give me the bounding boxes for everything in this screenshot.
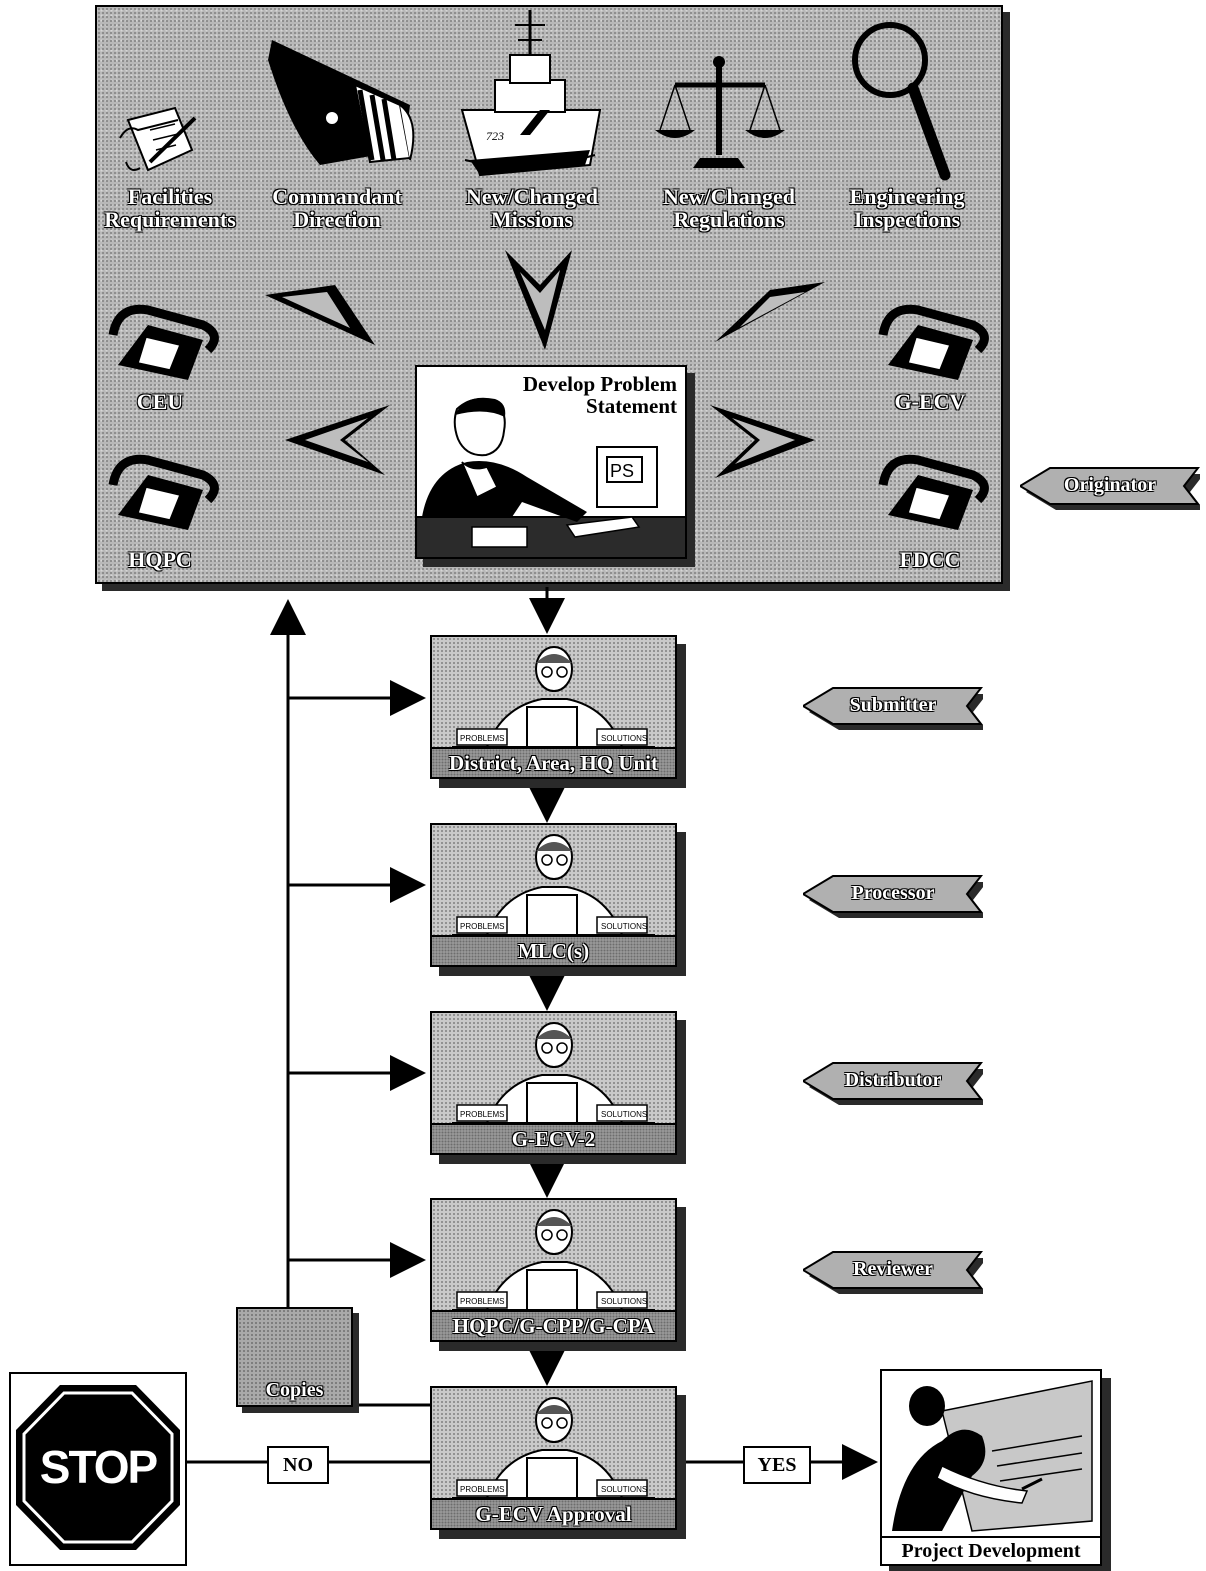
scales-icon xyxy=(655,56,785,168)
contact-ceu: CEU xyxy=(120,390,200,413)
drafting-person-illustration xyxy=(882,1371,1100,1536)
source-engineering-inspections: Engineering Inspections xyxy=(842,185,972,231)
role-tag-distributor: Distributor xyxy=(803,1057,983,1109)
converging-arrow-center xyxy=(505,250,572,350)
copies-box: Copies xyxy=(236,1307,353,1407)
copies-label: Copies xyxy=(238,1380,351,1401)
bin-problems: PROBLEMS xyxy=(460,922,504,931)
bin-solutions: SOLUTIONS xyxy=(601,1297,647,1306)
role-tag-reviewer: Reviewer xyxy=(803,1246,983,1298)
bin-problems: PROBLEMS xyxy=(460,734,504,743)
converging-arrow-left xyxy=(265,285,375,345)
contact-hqpc: HQPC xyxy=(115,548,205,571)
person-at-computer-illustration: PS xyxy=(417,367,685,557)
bin-problems: PROBLEMS xyxy=(460,1297,504,1306)
phone-icon-fdcc xyxy=(883,459,984,530)
scroll-pen-icon xyxy=(120,108,195,170)
diverging-arrow-right xyxy=(710,405,815,478)
source-new-changed-regulations: New/Changed Regulations xyxy=(655,185,803,231)
role-tag-processor: Processor xyxy=(803,870,983,922)
role-label: Originator xyxy=(1020,474,1200,497)
contact-fdcc: FDCC xyxy=(885,548,975,571)
magnifying-glass-icon xyxy=(855,25,945,175)
bin-problems: PROBLEMS xyxy=(460,1485,504,1494)
bin-solutions: SOLUTIONS xyxy=(601,1110,647,1119)
bin-solutions: SOLUTIONS xyxy=(601,922,647,931)
phone-icon-hqpc xyxy=(113,459,214,530)
bin-solutions: SOLUTIONS xyxy=(601,734,647,743)
stage-caption: G-ECV-2 xyxy=(432,1123,675,1153)
stage-g-ecv-2: PROBLEMS SOLUTIONS G-ECV-2 xyxy=(430,1011,677,1155)
bin-problems: PROBLEMS xyxy=(460,1110,504,1119)
stage-caption: HQPC/G-CPP/G-CPA xyxy=(432,1310,675,1340)
role-label: Submitter xyxy=(803,694,983,717)
stage-district-area-hq-unit: PROBLEMS SOLUTIONS District, Area, HQ Un… xyxy=(430,635,677,779)
develop-problem-statement-box: Develop Problem Statement PS xyxy=(415,365,687,559)
stage-caption: G-ECV Approval xyxy=(432,1498,675,1528)
no-label: NO xyxy=(267,1446,329,1484)
phone-icon-ceu xyxy=(113,309,214,380)
yes-label: YES xyxy=(743,1446,811,1484)
source-commandant-direction: Commandant Direction xyxy=(262,185,412,231)
role-label: Reviewer xyxy=(803,1258,983,1281)
converging-arrow-right xyxy=(715,282,825,342)
commandant-sleeve-icon xyxy=(268,40,413,165)
stage-hqpc-gcpp-gcpa: PROBLEMS SOLUTIONS HQPC/G-CPP/G-CPA xyxy=(430,1198,677,1342)
stage-caption: MLC(s) xyxy=(432,935,675,965)
diverging-arrow-left xyxy=(285,405,390,475)
bin-solutions: SOLUTIONS xyxy=(601,1485,647,1494)
project-development-box: Project Development xyxy=(880,1369,1102,1566)
stage-gecv-approval: PROBLEMS SOLUTIONS G-ECV Approval xyxy=(430,1386,677,1530)
stage-mlcs: PROBLEMS SOLUTIONS MLC(s) xyxy=(430,823,677,967)
role-label: Distributor xyxy=(803,1069,983,1092)
contact-gecv: G-ECV xyxy=(885,390,975,413)
source-new-changed-missions: New/Changed Missions xyxy=(458,185,606,231)
screen-text: PS xyxy=(610,461,634,481)
ship-number: 723 xyxy=(486,129,504,143)
ship-icon: 723 xyxy=(462,10,600,175)
role-tag-originator: Originator xyxy=(1020,462,1200,514)
phone-icon-gecv xyxy=(883,309,984,380)
stage-caption: District, Area, HQ Unit xyxy=(432,747,675,777)
stop-text: STOP xyxy=(16,1440,180,1494)
role-label: Processor xyxy=(803,882,983,905)
project-development-label: Project Development xyxy=(882,1536,1100,1564)
source-facilities-requirements: Facilities Requirements xyxy=(100,185,240,231)
role-tag-submitter: Submitter xyxy=(803,682,983,734)
